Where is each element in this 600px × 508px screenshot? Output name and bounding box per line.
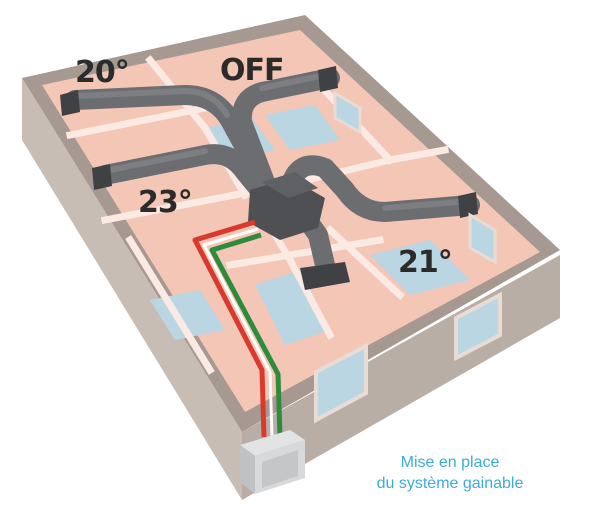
floor-patch-5 (370, 240, 470, 295)
temp-label-top-left: 20° (75, 55, 129, 90)
floor-patch-2 (265, 105, 340, 150)
front-left-wall (22, 78, 242, 500)
refrigerant-pipes (192, 219, 283, 438)
temp-label-top-middle: OFF (220, 53, 284, 88)
temp-label-left: 23° (138, 185, 192, 220)
vent-outlets (60, 66, 478, 290)
pipe-green (209, 232, 283, 438)
caption-line-1: Mise en place (400, 454, 500, 471)
inner-window-2 (468, 212, 497, 265)
exterior-window-1 (314, 342, 368, 424)
floor-patch-4 (255, 270, 330, 345)
temp-label-right: 21° (398, 245, 452, 280)
outdoor-unit (240, 430, 305, 494)
pipe-white-gap (202, 227, 274, 438)
duct-highlights (72, 71, 473, 211)
pipe-red (192, 219, 267, 438)
exterior-window-2 (454, 291, 502, 362)
inner-window-1 (333, 90, 362, 135)
air-handler-unit (248, 178, 325, 240)
air-handler-top (262, 172, 318, 198)
caption-line-2: du système gainable (376, 475, 524, 492)
diagram-caption: Mise en place du système gainable (330, 452, 570, 494)
